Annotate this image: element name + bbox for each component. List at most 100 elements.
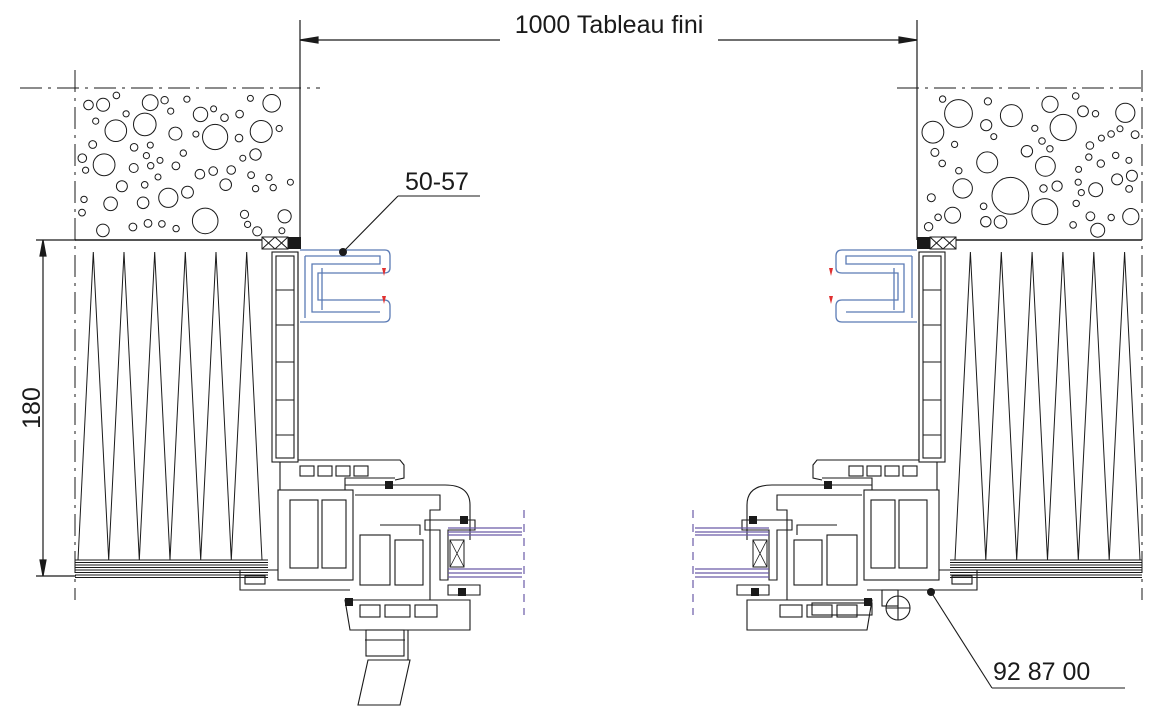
aggregate-circle (158, 187, 179, 208)
glazing-left (448, 510, 525, 615)
aggregate-circle (921, 120, 945, 144)
aggregate-circle (926, 193, 936, 203)
aggregate-circle (265, 173, 273, 182)
aggregate-circle (194, 168, 206, 180)
aggregate-circle (1077, 189, 1085, 197)
aggregate-circle (179, 149, 188, 157)
aggregate-circle (286, 178, 294, 186)
aggregate-circle (1091, 110, 1100, 118)
aggregate-circle (112, 91, 121, 100)
aggregate-circle (160, 96, 169, 105)
aggregate-circle (192, 106, 209, 123)
compression-seal-left (261, 236, 301, 250)
compression-seal-right (917, 236, 957, 250)
aggregate-circle (1085, 153, 1093, 161)
aggregate-circle (143, 219, 153, 228)
aggregate-circle (923, 222, 934, 232)
aggregate-circle (122, 110, 130, 118)
trim-profile-right (835, 249, 917, 323)
aggregate-circle (192, 130, 200, 138)
aggregate-circle (115, 180, 128, 193)
callout-top-leader (342, 195, 480, 253)
aggregate-circle (1107, 213, 1115, 222)
aggregate-circle (141, 94, 159, 112)
aggregate-circle (249, 120, 273, 143)
aggregate-circle (226, 165, 236, 175)
aggregate-circle (247, 171, 256, 180)
aggregate-circle (210, 105, 218, 113)
aggregate-circle (239, 209, 250, 219)
aggregate-circle (168, 126, 183, 141)
aggregate-circle (1116, 125, 1124, 133)
aggregate-circle (140, 181, 149, 189)
aggregate-circle (146, 141, 154, 149)
aggregate-circle (82, 166, 90, 174)
concrete-wall-left (20, 70, 320, 600)
aggregate-circle (262, 94, 282, 113)
aggregate-circle (1088, 182, 1104, 198)
aggregate-circle (1038, 137, 1046, 145)
aggregate-circle (158, 220, 166, 228)
aggregate-circle (944, 206, 962, 224)
aggregate-circle (1077, 105, 1089, 118)
aggregate-circle (993, 215, 1008, 229)
callout-bottom-dot (927, 588, 935, 596)
aggregate-circle (269, 183, 277, 192)
insulation-left (75, 251, 268, 578)
aggregate-circle (1031, 124, 1039, 132)
aggregate-circle (181, 185, 194, 199)
aggregate-circle (1072, 199, 1080, 208)
aggregate-circle (938, 95, 947, 103)
aggregate-circle (1107, 130, 1115, 138)
aggregate-circle (1115, 102, 1136, 123)
width-dimension (299, 20, 918, 240)
aggregate-circle (990, 133, 998, 141)
aggregate-circle (133, 112, 157, 137)
aggregate-circle (930, 147, 940, 157)
insulation-right (950, 251, 1142, 578)
aggregate-circle (951, 140, 959, 148)
aggregate-circle (980, 119, 993, 132)
aggregate-circle (1046, 145, 1054, 153)
aggregate-circle (955, 167, 963, 175)
aggregate-circle (246, 94, 254, 102)
aggregate-circle (1071, 92, 1080, 100)
callout-bottom-label: 92 87 00 (993, 658, 1090, 686)
aggregate-circle (103, 196, 118, 212)
aggregate-circle (1096, 159, 1106, 168)
aggregate-circle (128, 163, 139, 173)
callout-top-label: 50-57 (405, 168, 469, 196)
aggregate-circle (77, 153, 88, 163)
aggregate-circle (235, 109, 244, 119)
aggregate-circle (129, 143, 139, 152)
aggregate-circle (234, 133, 244, 143)
aggregate-circle (1090, 222, 1106, 238)
aggregate-circle (1125, 185, 1133, 193)
aggregate-circle (1130, 130, 1140, 140)
height-dimension (36, 239, 76, 577)
aggregate-circle (136, 196, 150, 210)
window-frame-left (239, 251, 481, 706)
aggregate-circle (1085, 211, 1096, 222)
aggregate-circle (1020, 145, 1034, 158)
aggregate-circle (1051, 180, 1063, 192)
aggregate-circle (1074, 178, 1082, 186)
aggregate-circle (167, 107, 175, 115)
aggregate-circle (104, 119, 128, 142)
aggregate-circle (88, 140, 98, 149)
aggregate-circle (1041, 95, 1059, 113)
aggregate-circle (96, 97, 111, 112)
aggregate-circle (1035, 155, 1056, 177)
callout-bottom-leader (930, 591, 1125, 689)
aggregate-circle (983, 97, 993, 106)
aggregate-circle (202, 123, 229, 151)
aggregate-circle (1031, 198, 1059, 226)
aggregate-circle (278, 227, 286, 235)
trim-marker-left (382, 268, 386, 304)
aggregate-circle (952, 178, 973, 199)
aggregate-circle (275, 124, 283, 133)
aggregate-circle (251, 184, 260, 193)
aggregate-circle (92, 153, 116, 177)
aggregate-circle (1097, 134, 1105, 142)
